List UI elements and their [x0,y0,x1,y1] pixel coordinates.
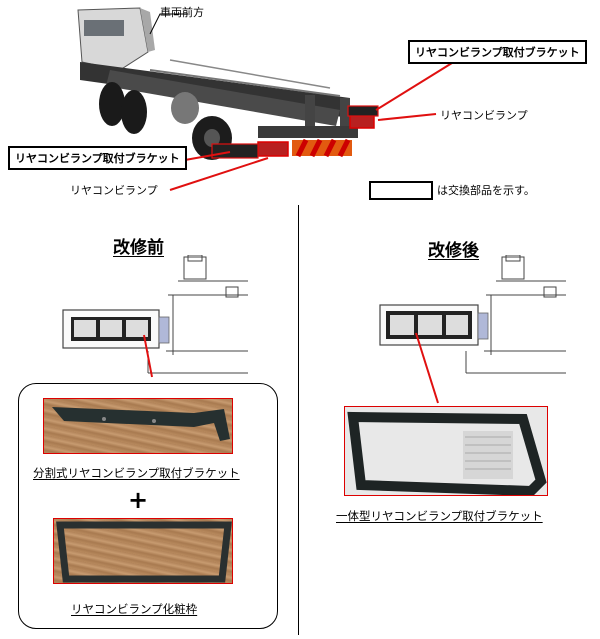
legend-text: は交換部品を示す。 [437,184,535,197]
after-title: 改修後 [428,241,479,261]
lamp-garnish-caption: リヤコンビランプ化粧枠 [71,602,198,616]
truck-photo [77,7,453,191]
vehicle-front-label: 車両前方 [160,6,204,19]
plus-sign: + [128,486,149,514]
after-diagram [379,255,566,404]
before-diagram [62,255,248,378]
before-parts-box [18,383,278,629]
integrated-bracket-photo [344,406,548,496]
lamp-label-right: リヤコンビランプ [440,109,528,122]
bracket-label-right: リヤコンビランプ取付ブラケット [408,40,587,64]
split-bracket-caption: 分割式リヤコンビランプ取付ブラケット [33,466,240,480]
lamp-garnish-photo [53,518,233,584]
split-bracket-photo [43,398,233,454]
lamp-label-left: リヤコンビランプ [70,184,158,197]
before-title: 改修前 [113,238,164,258]
integrated-bracket-caption: 一体型リヤコンビランプ取付ブラケット [336,509,543,523]
section-divider [298,205,299,635]
bracket-label-left: リヤコンビランプ取付ブラケット [8,146,187,170]
legend-box [369,181,433,200]
